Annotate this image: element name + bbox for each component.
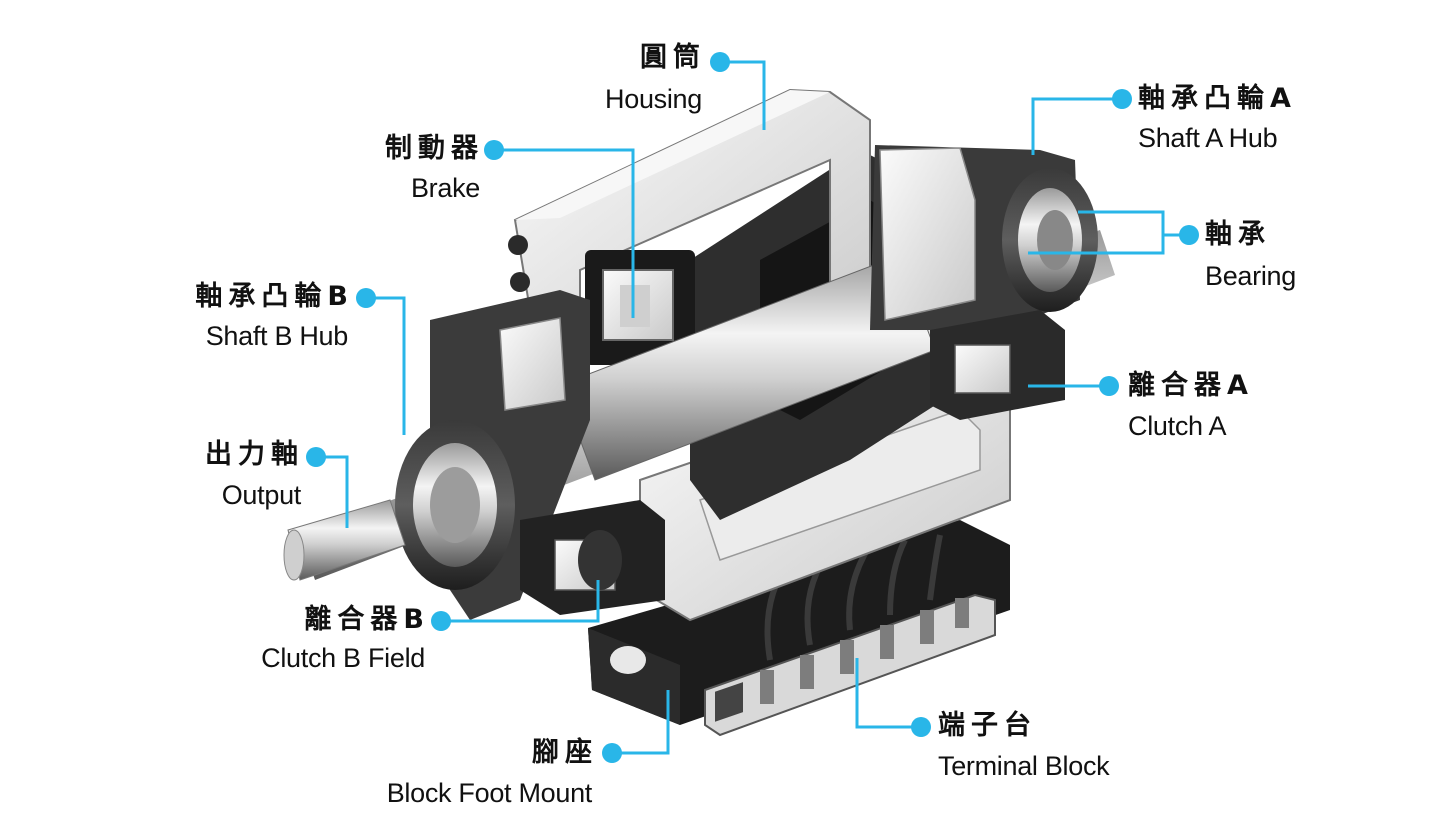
callout-line-housing: [722, 60, 766, 130]
housing-label-en: Housing: [605, 84, 702, 114]
callout-dot-output: [306, 447, 326, 467]
clutch-b-label-en: Clutch B Field: [261, 643, 425, 673]
foot-mount-part: [588, 520, 1010, 725]
clutch-b-part: [520, 500, 665, 615]
clutch-a-label-zh: 離合器A: [1128, 370, 1254, 401]
brake-label-en: Brake: [410, 173, 480, 203]
shaft-b-hub-part: [395, 290, 590, 620]
clutch-b-label-zh: 離合器B: [304, 604, 430, 635]
callout-dot-shaft-a: [1112, 89, 1132, 109]
output-shaft-part: [283, 499, 406, 581]
brake-part: [585, 250, 695, 365]
bearing-label-en: Bearing: [1205, 261, 1296, 291]
callout-line-terminal: [855, 658, 921, 729]
shaft-a-hub-part: [870, 145, 1098, 330]
callout-dot-bearing: [1179, 225, 1199, 245]
callout-lines: [318, 60, 1188, 755]
brake-label-zh: 制動器: [385, 133, 484, 164]
terminal-block-label-zh: 端子台: [938, 710, 1037, 741]
foot-mount-label-en: Block Foot Mount: [386, 778, 593, 808]
callout-dot-clutch-a: [1099, 376, 1119, 396]
callout-dot-shaft-b: [356, 288, 376, 308]
output-label-en: Output: [221, 480, 302, 510]
callout-line-clutch-b: [443, 580, 600, 623]
shaft-b-hub-label-zh: 軸承凸輪B: [195, 281, 354, 312]
callout-dot-foot: [602, 743, 622, 763]
shaft-b-hub-label-en: Shaft B Hub: [205, 321, 349, 351]
clutch-a-label-en: Clutch A: [1128, 411, 1227, 441]
shaft-a-hub-label-zh: 軸承凸輪A: [1138, 83, 1297, 114]
callout-line-brake: [496, 148, 635, 318]
callout-dot-brake: [484, 140, 504, 160]
callout-dot-clutch-b: [431, 611, 451, 631]
bearing-label-zh: 軸承: [1205, 219, 1271, 250]
clutch-a-part: [930, 310, 1065, 420]
callout-dot-housing: [710, 52, 730, 72]
foot-mount-label-zh: 腳座: [532, 737, 598, 768]
callout-line-bearing-a: [1078, 210, 1188, 237]
terminal-block-part: [704, 534, 996, 737]
callout-line-bearing-b: [1028, 235, 1165, 255]
callout-line-output: [318, 455, 349, 528]
callout-line-foot: [614, 690, 670, 755]
callout-dots: [306, 52, 1199, 763]
terminal-block-label-en: Terminal Block: [938, 751, 1110, 781]
callout-line-shaft-a: [1031, 97, 1121, 155]
callout-line-shaft-b: [367, 296, 406, 435]
output-label-zh: 出力軸: [205, 439, 304, 470]
callout-dot-terminal: [911, 717, 931, 737]
shaft-a-hub-label-en: Shaft A Hub: [1138, 123, 1278, 153]
housing-label-zh: 圓筒: [640, 42, 706, 73]
